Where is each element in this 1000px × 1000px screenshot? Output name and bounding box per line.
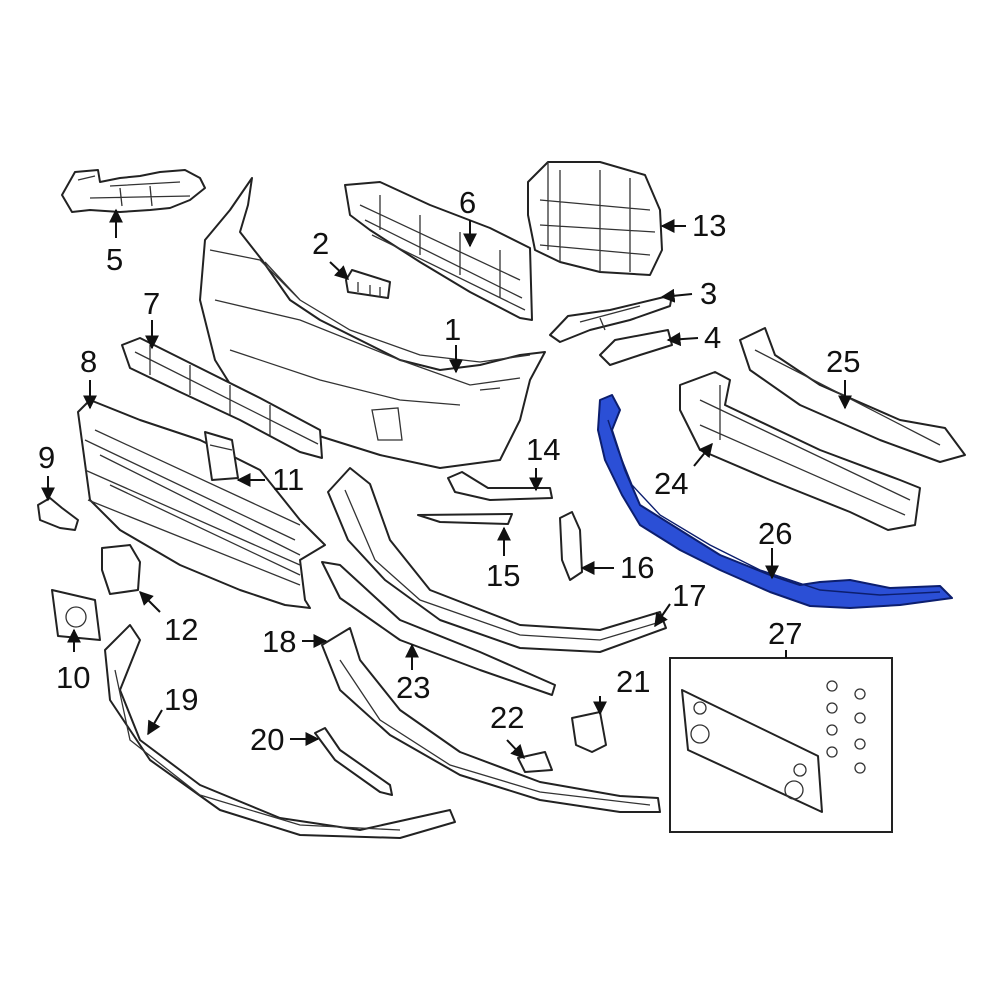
part-26-highlighted-bracket[interactable] [597,394,953,609]
part-22-clip[interactable] [517,751,553,773]
part-20-strip[interactable] [314,727,393,796]
callout-18: 18 [262,624,296,659]
callout-20: 20 [250,722,284,757]
part-10-cover[interactable] [51,589,101,641]
callout-12: 12 [164,612,198,647]
callout-22: 22 [490,700,524,735]
part-8-grille[interactable] [77,399,326,609]
part-18-valance[interactable] [321,627,661,813]
callout-labels: 1 2 3 4 5 6 7 8 9 10 11 12 13 14 15 16 1… [38,185,860,757]
fasteners [826,680,866,774]
part-15-strip[interactable] [417,513,513,525]
callout-2: 2 [312,226,329,261]
callout-10: 10 [56,660,90,695]
part-2-plug[interactable] [345,269,391,299]
callout-24: 24 [654,466,688,501]
part-27-kit-box[interactable] [669,657,893,833]
callout-25: 25 [826,344,860,379]
callout-7: 7 [143,286,160,321]
callout-1: 1 [444,312,461,347]
callout-23: 23 [396,670,430,705]
callout-27: 27 [768,616,802,651]
part-5-bracket[interactable] [61,169,206,213]
callout-4: 4 [704,320,721,355]
part-4-bracket[interactable] [599,329,673,366]
callout-21: 21 [616,664,650,699]
leader-lines [41,208,852,760]
part-7-absorber[interactable] [121,337,323,459]
callout-3: 3 [700,276,717,311]
part-9-sensor[interactable] [37,497,79,531]
callout-26: 26 [758,516,792,551]
callout-9: 9 [38,440,55,475]
part-21-bracket[interactable] [571,711,607,753]
callout-17: 17 [672,578,706,613]
part-1-bumper-cover[interactable] [199,177,546,469]
part-23-strip[interactable] [321,561,556,696]
callout-16: 16 [620,550,654,585]
callout-13: 13 [692,208,726,243]
callout-6: 6 [459,185,476,220]
callout-14: 14 [526,432,560,467]
callout-8: 8 [80,344,97,379]
part-14-bracket[interactable] [447,471,553,501]
part-6-upper-grille[interactable] [344,181,533,321]
callout-5: 5 [106,242,123,277]
part-12-bracket[interactable] [101,544,141,595]
callout-19: 19 [164,682,198,717]
part-11-bracket[interactable] [204,431,239,481]
part-16-bracket[interactable] [559,511,583,581]
part-13-module[interactable] [527,161,663,276]
part-19-lip[interactable] [104,624,456,839]
callout-15: 15 [486,558,520,593]
callout-11: 11 [272,462,304,497]
